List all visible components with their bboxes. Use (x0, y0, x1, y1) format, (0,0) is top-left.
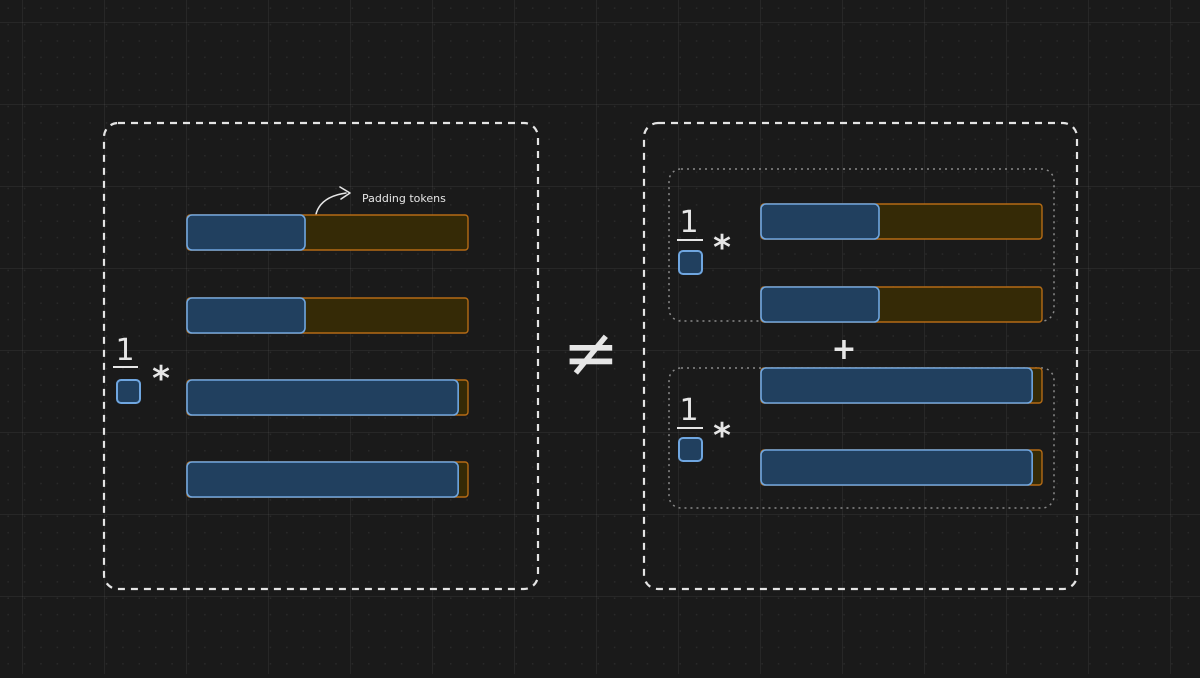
right-bottom-formula-token-square (678, 437, 703, 462)
left-seq-token-bar-2 (186, 297, 306, 334)
plus-symbol: + (831, 332, 856, 367)
left-seq-token-bar-1 (186, 214, 306, 251)
left-panel-border (102, 121, 540, 591)
left-sequence-group (186, 214, 469, 498)
right-bottom-seq-token-bar-1 (760, 367, 1033, 404)
right-bottom-formula-numerator: 1 (679, 393, 698, 428)
right-top-formula-numerator: 1 (679, 205, 698, 240)
padding-annotation-arrowhead (339, 186, 351, 200)
padding-annotation-label: Padding tokens (362, 192, 446, 205)
right-bottom-seq-token-bar-2 (760, 449, 1033, 486)
left-formula-token-square (116, 379, 141, 404)
left-formula-numerator: 1 (115, 333, 134, 368)
right-top-formula-operator: * (713, 228, 731, 268)
right-top-seq-token-bar-2 (760, 286, 880, 323)
right-bottom-sequence-group (760, 367, 1043, 486)
left-seq-token-bar-3 (186, 379, 459, 416)
not-equal-symbol: ≠ (563, 314, 620, 393)
right-top-seq-token-bar-1 (760, 203, 880, 240)
left-seq-token-bar-4 (186, 461, 459, 498)
right-panel-border (642, 121, 1079, 591)
right-top-group-border (668, 168, 1055, 322)
right-top-formula-token-square (678, 250, 703, 275)
right-top-sequence-group (760, 203, 1043, 323)
right-bottom-formula-operator: * (713, 416, 731, 456)
left-formula-operator: * (152, 359, 170, 399)
